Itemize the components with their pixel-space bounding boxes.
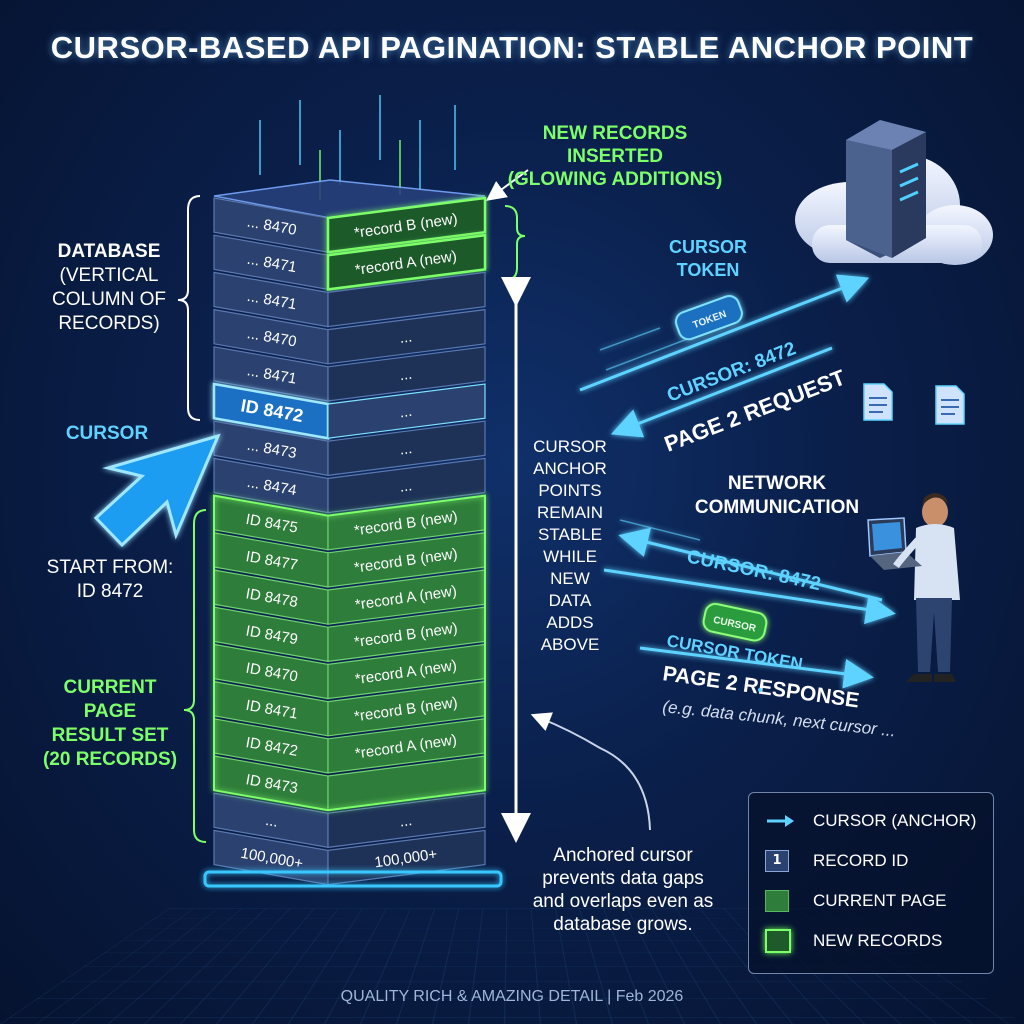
record-side-face	[326, 196, 487, 254]
record-id-label: ...	[264, 812, 279, 831]
data-streaks	[259, 95, 456, 200]
column-top	[213, 179, 486, 219]
page-title: CURSOR-BASED API PAGINATION: STABLE ANCH…	[50, 30, 974, 65]
cloud-server-icon	[795, 120, 993, 265]
document-icon	[935, 385, 965, 425]
current-page-bracket	[183, 509, 207, 843]
stable-anchor-note: CURSOR ANCHOR POINTS REMAIN STABLE WHILE NEW DA…	[520, 436, 620, 656]
request-arrows	[579, 274, 870, 438]
record-side-label: ...	[398, 440, 413, 459]
new-records-swatch	[765, 929, 791, 953]
record-side-label: ...	[398, 477, 413, 496]
record-side-face	[327, 346, 486, 402]
stable-note-line: STABLE	[538, 525, 602, 544]
response-cursor-label: CURSOR: 8472	[685, 546, 823, 595]
record-side-face	[326, 233, 487, 291]
stable-note-line: POINTS	[538, 481, 602, 500]
developer-person-icon	[867, 493, 960, 682]
footer-credit: QUALITY RICH & AMAZING DETAIL | Feb 2026	[340, 988, 684, 1005]
legend-label-new-records: NEW RECORDS	[813, 931, 943, 950]
cursor-arrow-icon	[767, 815, 794, 827]
anchored-note-pointer	[530, 712, 651, 831]
token-badge-icon: TOKEN	[674, 295, 743, 341]
stable-note-line: WHILE	[543, 547, 597, 566]
legend-label-record-id: RECORD ID	[813, 851, 909, 870]
stable-note-line: NEW	[550, 569, 590, 588]
legend: CURSOR (ANCHOR) 1 RECORD ID CURRENT PAGE…	[748, 792, 994, 974]
stable-note-line: ADDS	[546, 613, 594, 632]
new-records-label: NEW RECORDS INSERTED (GLOWING ADDITIONS)	[507, 123, 723, 190]
new-records-bracket	[504, 205, 526, 281]
response-arrows	[603, 519, 896, 689]
record-side-face	[327, 308, 486, 365]
stable-note-line: REMAIN	[536, 503, 604, 522]
stable-note-line: ANCHOR	[533, 459, 607, 478]
database-label: DATABASE (VERTICAL COLUMN OF RECORDS)	[52, 241, 166, 334]
response-detail-label: (e.g. data chunk, next cursor ...	[662, 697, 897, 740]
database-column: ... 8470*record B (new)... 8471*record A…	[212, 196, 487, 886]
cursor-label: CURSOR	[65, 423, 149, 444]
network-label: NETWORK COMMUNICATION	[694, 473, 860, 518]
record-side-label: ...	[398, 403, 413, 422]
record-side-face	[327, 792, 486, 849]
current-page-outline	[213, 494, 486, 812]
stable-note-line: ABOVE	[540, 635, 600, 654]
record-side-face	[327, 383, 486, 439]
cursor-arrow-icon	[93, 433, 221, 548]
start-from-label: START FROM: ID 8472	[46, 557, 174, 602]
sparkle	[758, 688, 762, 692]
legend-label-cursor: CURSOR (ANCHOR)	[813, 811, 977, 830]
current-page-swatch	[765, 890, 789, 912]
record-side-label: ...	[398, 366, 413, 385]
record-id-icon: 1	[765, 850, 789, 872]
record-side-label: ...	[398, 812, 413, 831]
record-side-label: ...	[398, 328, 413, 347]
record-id-badge: 1	[772, 853, 782, 868]
new-records-pointer	[485, 169, 529, 201]
record-side-face	[327, 271, 486, 328]
stable-note-line: DATA	[548, 591, 592, 610]
current-page-label: CURRENT PAGE RESULT SET (20 RECORDS)	[42, 677, 178, 770]
cursor-badge-icon: CURSOR	[702, 602, 768, 642]
record-side-face	[327, 420, 486, 477]
database-bracket	[177, 195, 201, 421]
stable-note-line: CURSOR	[533, 437, 607, 456]
column-base	[203, 870, 503, 888]
document-icon	[863, 383, 893, 421]
cursor-token-top-label: CURSOR TOKEN	[668, 237, 747, 280]
legend-label-current-page: CURRENT PAGE	[813, 891, 947, 910]
record-side-face	[327, 457, 486, 514]
anchored-cursor-note: Anchored cursor prevents data gaps and o…	[532, 845, 714, 935]
